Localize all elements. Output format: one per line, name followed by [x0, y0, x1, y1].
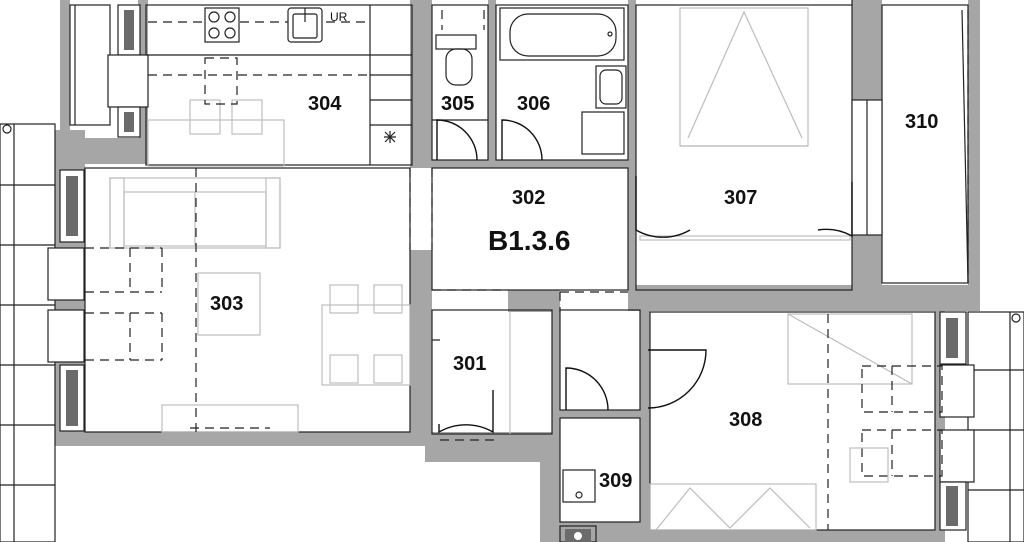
door-307[interactable]	[635, 176, 691, 238]
room-label-308: 308	[729, 409, 762, 431]
door-306[interactable]	[501, 119, 543, 161]
kitchen-fixtures	[146, 5, 412, 165]
closet-310	[961, 9, 969, 284]
room-label-305: 305	[441, 93, 474, 115]
fixture-label-ur: UR	[330, 10, 348, 24]
door-308[interactable]	[647, 349, 707, 409]
hall-markings	[431, 168, 628, 312]
doors	[436, 119, 853, 434]
unit-label: B1.3.6	[488, 225, 571, 256]
room-label-304: 304	[308, 93, 342, 115]
bathroom-fixtures	[499, 7, 627, 155]
room-label-302: 302	[512, 187, 545, 209]
dining-table-kitchen	[147, 57, 370, 167]
room-label-303: 303	[210, 293, 243, 315]
door-301[interactable]	[438, 390, 494, 434]
living-furniture	[85, 168, 411, 433]
room-labels: 304 305 306 307 310 302 B1.3.6 303 301 3…	[210, 93, 938, 492]
shaft	[559, 525, 597, 542]
bedroom-308-furniture	[649, 313, 943, 531]
balcony-top-left	[69, 4, 111, 126]
balcony-right	[967, 311, 1024, 542]
walls	[55, 0, 980, 542]
windows	[47, 4, 975, 531]
wall-outlines	[84, 4, 969, 531]
room-label-301: 301	[453, 353, 486, 375]
room-label-306: 306	[517, 93, 550, 115]
room-label-307: 307	[724, 187, 757, 209]
room-label-310: 310	[905, 111, 938, 133]
bedroom-307-furniture	[639, 0, 853, 241]
storage-301	[432, 312, 511, 441]
door-310[interactable]	[817, 182, 853, 238]
utility-309	[562, 469, 596, 503]
door-309[interactable]	[565, 367, 609, 411]
room-label-309: 309	[599, 470, 632, 492]
balcony-left	[0, 123, 56, 542]
door-305[interactable]	[436, 119, 478, 161]
